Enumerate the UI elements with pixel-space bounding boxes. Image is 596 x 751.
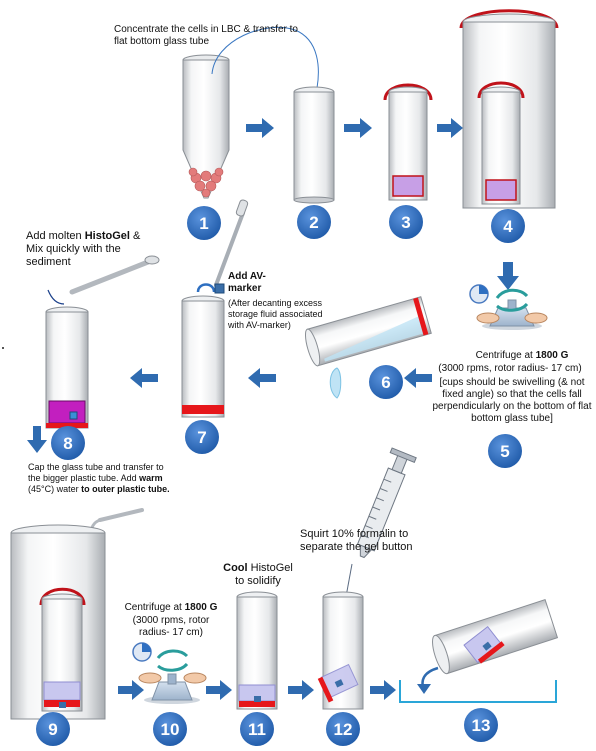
red-layer bbox=[413, 297, 429, 336]
arrow-left bbox=[404, 368, 432, 388]
pointer-arrow bbox=[47, 289, 65, 305]
arrow-down bbox=[27, 426, 47, 453]
svg-text:13: 13 bbox=[472, 716, 491, 735]
step-badge-7: 7 bbox=[185, 420, 219, 454]
step-badge-2: 2 bbox=[297, 205, 331, 239]
tube-in-plastic-tube-9 bbox=[10, 524, 106, 720]
arrow-right bbox=[246, 118, 274, 138]
step-badge-10: 10 bbox=[153, 712, 187, 746]
step-badge-12: 12 bbox=[326, 712, 360, 746]
svg-text:11: 11 bbox=[248, 720, 266, 739]
svg-text:12: 12 bbox=[334, 720, 353, 739]
histogel-layer bbox=[48, 400, 86, 424]
rotate-arrows-icon bbox=[495, 288, 529, 312]
flat-tube-12 bbox=[317, 591, 364, 710]
red-layer bbox=[239, 701, 275, 707]
step-badge-9: 9 bbox=[36, 712, 70, 746]
label-centrifuge-5-detail: (3000 rpms, rotor radius- 17 cm) bbox=[438, 363, 582, 374]
arrow-right bbox=[370, 680, 396, 700]
av-marker-cup bbox=[196, 283, 225, 294]
pipette-icon bbox=[69, 255, 160, 295]
sediment-layer bbox=[485, 179, 517, 201]
rotate-arrows-icon bbox=[156, 649, 189, 672]
svg-text:10: 10 bbox=[161, 720, 180, 739]
svg-text:2: 2 bbox=[309, 213, 318, 232]
pipette-icon bbox=[214, 199, 249, 287]
centrifuge-icon bbox=[138, 672, 207, 704]
transfer-line bbox=[211, 26, 319, 89]
av-marker bbox=[482, 641, 492, 651]
flat-tube-3 bbox=[383, 83, 433, 201]
svg-text:7: 7 bbox=[197, 428, 206, 447]
arrow-right bbox=[344, 118, 372, 138]
curved-arrow-head bbox=[417, 684, 431, 694]
arrow-right bbox=[437, 118, 463, 138]
step-badge-6: 6 bbox=[369, 365, 403, 399]
label-squirt-formalin: Squirt 10% formalin to separate the gel … bbox=[300, 528, 413, 553]
label-av-note: (After decanting excess storage fluid as… bbox=[228, 298, 323, 330]
svg-text:8: 8 bbox=[63, 434, 72, 453]
step-badge-5: 5 bbox=[488, 434, 522, 468]
svg-text:5: 5 bbox=[500, 442, 509, 461]
svg-text:9: 9 bbox=[48, 720, 57, 739]
red-layer bbox=[46, 423, 88, 428]
arrow-right bbox=[288, 680, 314, 700]
red-layer bbox=[477, 641, 505, 664]
av-marker bbox=[254, 696, 261, 702]
av-marker bbox=[334, 679, 344, 688]
label-cap-transfer: Cap the glass tube and transfer to the b… bbox=[28, 462, 170, 494]
tilted-tube-13 bbox=[432, 599, 559, 675]
step-badge-4: 4 bbox=[491, 209, 525, 243]
step-badge-11: 11 bbox=[240, 712, 274, 746]
timer-icon bbox=[132, 642, 152, 662]
inner-cap bbox=[477, 81, 525, 99]
label-concentrate: Concentrate the cells in LBC & transfer … bbox=[114, 24, 298, 47]
cell-pellet bbox=[188, 167, 224, 198]
tube-in-plastic-tube-4 bbox=[459, 9, 559, 209]
label-av-marker: Add AV-marker bbox=[228, 271, 266, 294]
flat-tube-2 bbox=[293, 86, 335, 204]
tilted-tube-6 bbox=[304, 296, 432, 367]
label-centrifuge-5-note: [cups should be swivelling (& not fixed … bbox=[432, 377, 592, 424]
svg-text:1: 1 bbox=[199, 214, 208, 233]
flat-tube-8 bbox=[45, 306, 89, 429]
red-layer bbox=[317, 676, 334, 703]
av-marker bbox=[59, 702, 66, 708]
label-add-histogel: Add molten HistoGel & Mix quickly with t… bbox=[26, 230, 141, 268]
svg-text:6: 6 bbox=[381, 373, 390, 392]
conical-tube bbox=[182, 26, 319, 199]
histogel-layer bbox=[43, 681, 81, 701]
svg-text:3: 3 bbox=[401, 213, 410, 232]
arrow-down bbox=[497, 262, 519, 290]
label-centrifuge-10: Centrifuge at 1800 G bbox=[124, 602, 218, 613]
tube-cap bbox=[383, 83, 433, 101]
centrifuge-icon bbox=[476, 299, 548, 330]
step-badge-1: 1 bbox=[187, 206, 221, 240]
label-centrifuge-5: Centrifuge at 1800 G bbox=[475, 350, 569, 361]
av-marker bbox=[69, 411, 78, 420]
step-badge-3: 3 bbox=[389, 205, 423, 239]
step-badge-13: 13 bbox=[464, 708, 498, 742]
svg-text:4: 4 bbox=[503, 217, 513, 236]
arrow-left bbox=[248, 368, 276, 388]
flat-tube-7 bbox=[181, 295, 225, 418]
collection-tray bbox=[399, 680, 557, 703]
red-layer bbox=[182, 405, 224, 414]
step-badge-8: 8 bbox=[51, 426, 85, 460]
syringe-icon bbox=[329, 447, 417, 685]
label-centrifuge-10-detail: (3000 rpms, rotor radius- 17 cm) bbox=[132, 615, 210, 638]
arrow-right bbox=[118, 680, 144, 700]
arrow-right bbox=[206, 680, 232, 700]
flat-tube-11 bbox=[236, 591, 278, 710]
arrow-left bbox=[130, 368, 158, 388]
edge-mark bbox=[2, 347, 4, 349]
timer-icon bbox=[469, 284, 489, 304]
sediment-layer bbox=[392, 175, 424, 197]
label-cool-histogel: Cool HistoGel to solidify bbox=[223, 562, 293, 587]
decanted-fluid bbox=[329, 367, 342, 399]
